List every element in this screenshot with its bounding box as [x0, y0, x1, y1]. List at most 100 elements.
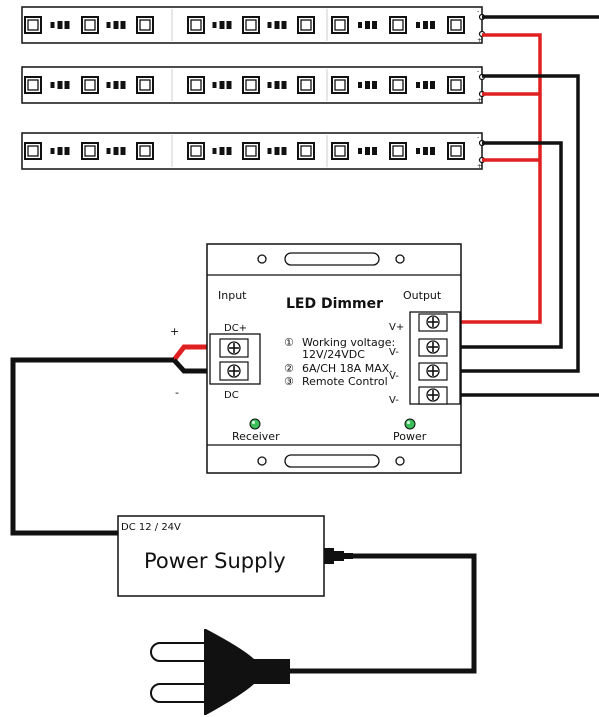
- power-label: Power: [393, 430, 427, 443]
- led-strip-2: -+: [21, 66, 486, 104]
- led-dimmer: Input Output LED Dimmer DC+ DC ① Working…: [206, 243, 462, 474]
- power-led-icon: [404, 418, 416, 430]
- resistor-icon: [358, 147, 377, 155]
- resistor-icon: [267, 81, 287, 89]
- strip-minus-label: -: [477, 8, 479, 15]
- negative-wire-strip3: [460, 141, 563, 349]
- receiver-label: Receiver: [232, 430, 280, 443]
- mount-hole-icon: [395, 456, 405, 466]
- resistor-icon: [267, 21, 287, 29]
- led-chip-icon: [389, 16, 407, 34]
- screw-icon: [426, 388, 440, 402]
- led-chip-icon: [136, 76, 154, 94]
- led-chip-icon: [331, 16, 349, 34]
- led-chip-icon: [447, 76, 465, 94]
- resistor-icon: [212, 21, 232, 29]
- spec-1-line1: Working voltage:: [302, 336, 395, 349]
- receiver-led-icon: [249, 418, 261, 430]
- led-chip-icon: [136, 16, 154, 34]
- led-chip-icon: [242, 76, 260, 94]
- led-chip-icon: [447, 16, 465, 34]
- input-label: Input: [218, 289, 247, 302]
- led-chip-icon: [389, 76, 407, 94]
- resistor-icon: [50, 147, 70, 155]
- resistor-icon: [50, 81, 70, 89]
- power-supply-title: Power Supply: [144, 549, 286, 573]
- led-chip-icon: [81, 142, 99, 160]
- strip-minus-label: -: [477, 68, 479, 75]
- strip-minus-label: -: [477, 134, 479, 141]
- input-plus-label: +: [170, 325, 179, 338]
- led-chip-icon: [297, 16, 315, 34]
- dc-plus-label: DC+: [224, 323, 247, 334]
- led-chip-icon: [242, 142, 260, 160]
- spec-2-line1: 6A/CH 18A MAX.: [302, 362, 393, 375]
- mount-slot-icon: [284, 252, 380, 266]
- input-cable: [10, 357, 174, 536]
- resistor-icon: [416, 147, 435, 155]
- output-label-4: V-: [389, 395, 399, 406]
- wires: [10, 15, 599, 674]
- led-strips: -+-+-+: [21, 6, 486, 170]
- led-chip-icon: [187, 16, 205, 34]
- resistor-icon: [106, 81, 126, 89]
- resistor-icon: [416, 81, 435, 89]
- strip-plus-label: +: [477, 97, 482, 104]
- screw-icon: [227, 364, 241, 378]
- led-chip-icon: [187, 76, 205, 94]
- input-minus-label: -: [175, 386, 179, 399]
- led-chip-icon: [331, 142, 349, 160]
- resistor-icon: [358, 21, 377, 29]
- negative-wire-strip2: [460, 74, 580, 373]
- dc-minus-label: DC: [224, 390, 239, 401]
- input-negative-wire: [172, 358, 210, 374]
- spec-1-number: ①: [284, 336, 294, 349]
- mount-hole-icon: [257, 456, 267, 466]
- led-chip-icon: [136, 142, 154, 160]
- mount-hole-icon: [395, 254, 405, 264]
- power-supply-rating: DC 12 / 24V: [121, 522, 181, 533]
- plug-cable: [290, 553, 477, 674]
- resistor-icon: [106, 147, 126, 155]
- resistor-icon: [106, 21, 126, 29]
- led-chip-icon: [187, 142, 205, 160]
- output-label-3: V-: [389, 371, 399, 382]
- led-chip-icon: [81, 76, 99, 94]
- screw-icon: [426, 315, 440, 329]
- strip-plus-label: +: [477, 163, 482, 170]
- spec-3-number: ③: [284, 375, 294, 388]
- led-chip-icon: [297, 142, 315, 160]
- screw-icon: [227, 341, 241, 355]
- dimmer-title: LED Dimmer: [286, 296, 383, 312]
- screw-icon: [426, 340, 440, 354]
- resistor-icon: [50, 21, 70, 29]
- input-positive-wire: [172, 344, 210, 362]
- led-chip-icon: [24, 76, 42, 94]
- led-chip-icon: [447, 142, 465, 160]
- power-plug-icon: [150, 629, 290, 715]
- spec-1-line2: 12V/24VDC: [302, 348, 365, 361]
- led-chip-icon: [24, 142, 42, 160]
- led-chip-icon: [331, 76, 349, 94]
- resistor-icon: [212, 147, 232, 155]
- led-chip-icon: [242, 16, 260, 34]
- mount-hole-icon: [257, 254, 267, 264]
- led-strip-3: -+: [21, 132, 486, 170]
- led-chip-icon: [389, 142, 407, 160]
- led-chip-icon: [297, 76, 315, 94]
- resistor-icon: [267, 147, 287, 155]
- spec-3-line1: Remote Control: [302, 375, 388, 388]
- positive-wire-bus: [460, 33, 542, 324]
- dc-connector-icon: [324, 548, 334, 564]
- output-label: Output: [403, 289, 442, 302]
- mount-slot-icon: [284, 454, 380, 468]
- power-supply: DC 12 / 24V Power Supply: [117, 515, 353, 597]
- strip-plus-label: +: [477, 37, 482, 44]
- resistor-icon: [358, 81, 377, 89]
- output-label-1: V+: [389, 322, 404, 333]
- spec-2-number: ②: [284, 362, 294, 375]
- resistor-icon: [416, 21, 435, 29]
- led-chip-icon: [81, 16, 99, 34]
- resistor-icon: [212, 81, 232, 89]
